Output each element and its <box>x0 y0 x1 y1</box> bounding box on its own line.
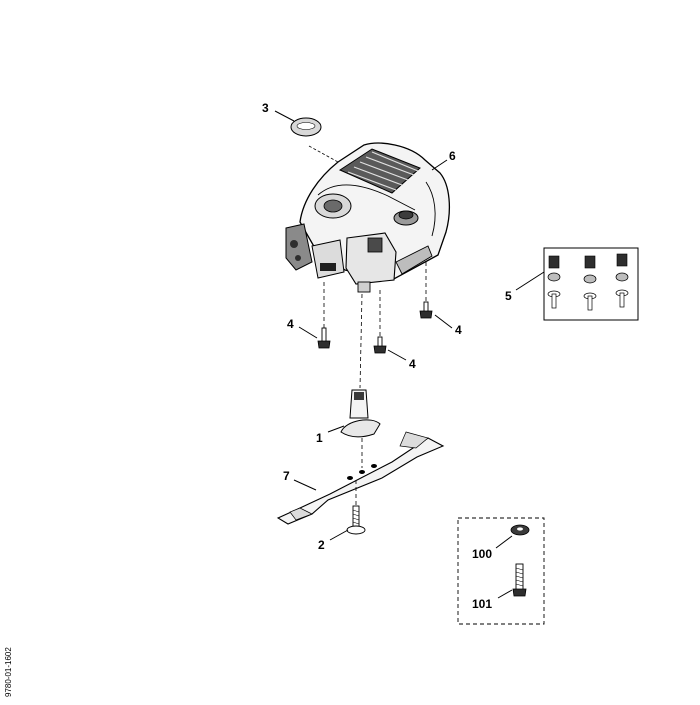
washer-part-100[interactable] <box>510 524 530 536</box>
leader-line-6 <box>431 159 448 171</box>
leader-line-101 <box>497 589 513 599</box>
leader-line-4-middle <box>387 349 407 361</box>
blade-screw-part-2[interactable] <box>346 505 366 535</box>
callout-100: 100 <box>472 547 492 561</box>
leader-line-7 <box>293 479 317 491</box>
callout-5: 5 <box>505 289 512 303</box>
drawing-code: 9780-01-1602 <box>4 647 13 697</box>
dash-line-badge <box>308 145 339 163</box>
callout-1: 1 <box>316 431 323 445</box>
leader-line-5 <box>515 271 545 291</box>
leader-line-4-right <box>434 314 453 329</box>
bolt-part-4-middle[interactable] <box>373 336 387 354</box>
engine-part-6[interactable] <box>285 142 451 293</box>
leader-line-2 <box>329 529 349 541</box>
callout-2: 2 <box>318 538 325 552</box>
mower-blade-part-7[interactable] <box>276 431 445 525</box>
optional-parts-box <box>457 517 545 625</box>
callout-7: 7 <box>283 469 290 483</box>
callout-3: 3 <box>262 101 269 115</box>
callout-4-middle: 4 <box>409 357 416 371</box>
bolt-kit-part-5[interactable] <box>543 247 639 321</box>
bolt-part-4-left[interactable] <box>317 327 331 349</box>
badge-part-3[interactable] <box>290 117 322 137</box>
callout-6: 6 <box>449 149 456 163</box>
callout-101: 101 <box>472 597 492 611</box>
leader-line-4-left <box>298 326 318 339</box>
leader-line-1 <box>327 425 345 433</box>
callout-4-left: 4 <box>287 317 294 331</box>
leader-line-3 <box>274 110 295 122</box>
screw-part-101[interactable] <box>512 563 527 597</box>
bolt-part-4-right[interactable] <box>419 301 433 319</box>
callout-4-right: 4 <box>455 323 462 337</box>
blade-adapter-part-1[interactable] <box>340 389 381 438</box>
dash-line-crank <box>359 293 363 389</box>
leader-line-100 <box>495 535 513 549</box>
